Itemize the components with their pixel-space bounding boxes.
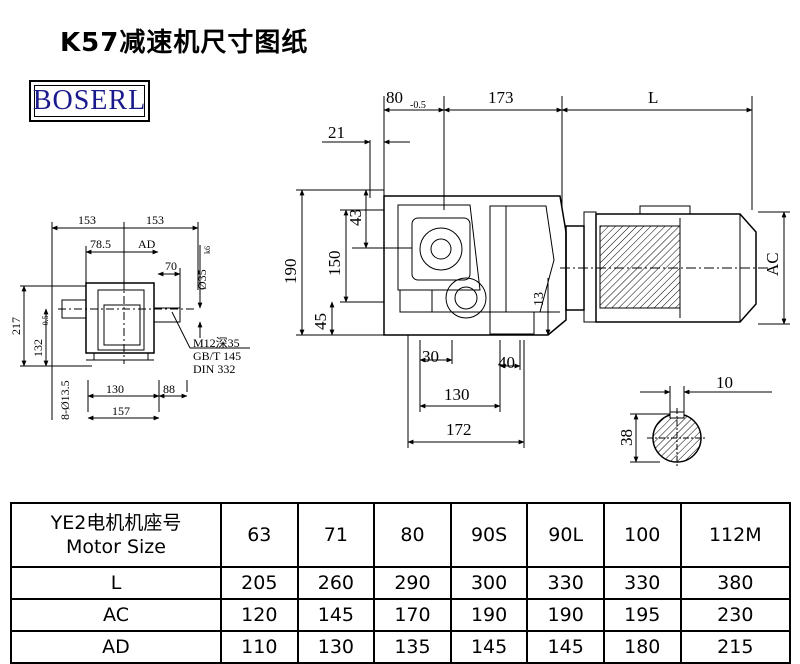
motor-size-table: YE2电机机座号 Motor Size 63 71 80 90S 90L 100…: [10, 502, 792, 664]
table-cell: 145: [296, 598, 376, 632]
table-cell: 190: [526, 598, 605, 632]
dim-43: 43: [346, 209, 365, 226]
brand-logo: BOSERL: [29, 80, 150, 122]
brand-logo-text: BOSERL: [32, 85, 147, 117]
dim-45: 45: [311, 313, 330, 330]
dim-shaft-tol: k6: [203, 246, 212, 254]
table-cell: 300: [449, 566, 529, 600]
dim-153-right: 153: [146, 213, 164, 227]
table-cell: 290: [373, 566, 452, 600]
dim-ac: AC: [763, 252, 782, 276]
dim-shaft-35: Ø35: [195, 269, 209, 290]
note-m12: M12深35: [193, 336, 240, 350]
note-gbt: GB/T 145: [193, 349, 241, 363]
dim-40: 40: [498, 353, 515, 372]
dim-13: 13: [532, 292, 547, 306]
dim-150: 150: [325, 251, 344, 277]
row-label: L: [10, 566, 222, 600]
dim-217: 217: [9, 317, 23, 335]
dim-70: 70: [165, 259, 177, 273]
key-section-labels: 10 38: [617, 373, 733, 446]
table-cell: 380: [679, 566, 792, 600]
col-header: 63: [220, 502, 299, 568]
table-cell: 145: [449, 630, 529, 664]
col-header: 80: [373, 502, 452, 568]
left-view: [20, 222, 250, 421]
table-header-label: YE2电机机座号 Motor Size: [10, 502, 222, 568]
dim-172: 172: [446, 420, 472, 439]
dim-130-right: 130: [444, 385, 470, 404]
table-cell: 205: [220, 566, 299, 600]
right-view: [296, 96, 790, 448]
row-label: AD: [10, 630, 222, 664]
header-en: Motor Size: [66, 536, 166, 558]
dim-38: 38: [617, 429, 636, 446]
col-header: 112M: [679, 502, 792, 568]
note-din: DIN 332: [193, 362, 235, 376]
table-cell: 330: [602, 566, 682, 600]
table-cell: 120: [220, 598, 299, 632]
dim-80: 80: [386, 88, 403, 107]
dim-L: L: [648, 88, 658, 107]
table-cell: 215: [679, 630, 792, 664]
table-row: L 205 260 290 300 330 330 380: [10, 566, 792, 600]
table-cell: 190: [449, 598, 529, 632]
table-cell: 330: [526, 566, 605, 600]
dim-78-5: 78.5: [90, 237, 111, 251]
technical-drawing: 153 153 78.5 AD 70 130 88 157 M12深35 GB/…: [9, 88, 790, 468]
table-row: AC 120 145 170 190 190 195 230: [10, 598, 792, 632]
key-section-view: [630, 386, 772, 468]
dim-153-left: 153: [78, 213, 96, 227]
header-cn: YE2电机机座号: [50, 512, 182, 534]
dim-ad: AD: [138, 237, 156, 251]
table-cell: 110: [220, 630, 299, 664]
table-cell: 145: [526, 630, 605, 664]
dim-30: 30: [422, 347, 439, 366]
table-cell: 230: [679, 598, 792, 632]
dim-10: 10: [716, 373, 733, 392]
dim-157: 157: [112, 404, 130, 418]
dim-holes: 8-Ø13.5: [58, 380, 72, 420]
dim-173: 173: [488, 88, 514, 107]
col-header: 90L: [526, 502, 605, 568]
dim-190: 190: [281, 259, 300, 285]
dim-132-tol: -0.5: [41, 315, 50, 328]
dim-80-tol: -0.5: [410, 100, 426, 111]
table-cell: 195: [602, 598, 682, 632]
table-cell: 180: [602, 630, 682, 664]
col-header: 100: [602, 502, 682, 568]
right-view-labels: 80 -0.5 173 L 21 30 40 130 172 190 150 4…: [281, 88, 782, 439]
dim-88: 88: [163, 382, 175, 396]
col-header: 71: [296, 502, 376, 568]
table-cell: 135: [373, 630, 452, 664]
dim-21: 21: [328, 123, 345, 142]
dim-132: 132: [31, 339, 45, 357]
col-header: 90S: [449, 502, 529, 568]
dim-130-left: 130: [106, 382, 124, 396]
table-header-row: YE2电机机座号 Motor Size 63 71 80 90S 90L 100…: [10, 502, 792, 568]
table-cell: 130: [296, 630, 376, 664]
table-row: AD 110 130 135 145 145 180 215: [10, 630, 792, 664]
table-cell: 170: [373, 598, 452, 632]
row-label: AC: [10, 598, 222, 632]
left-view-labels: 153 153 78.5 AD 70 130 88 157 M12深35 GB/…: [9, 213, 241, 420]
page-title: K57减速机尺寸图纸: [60, 28, 309, 58]
table-cell: 260: [296, 566, 376, 600]
